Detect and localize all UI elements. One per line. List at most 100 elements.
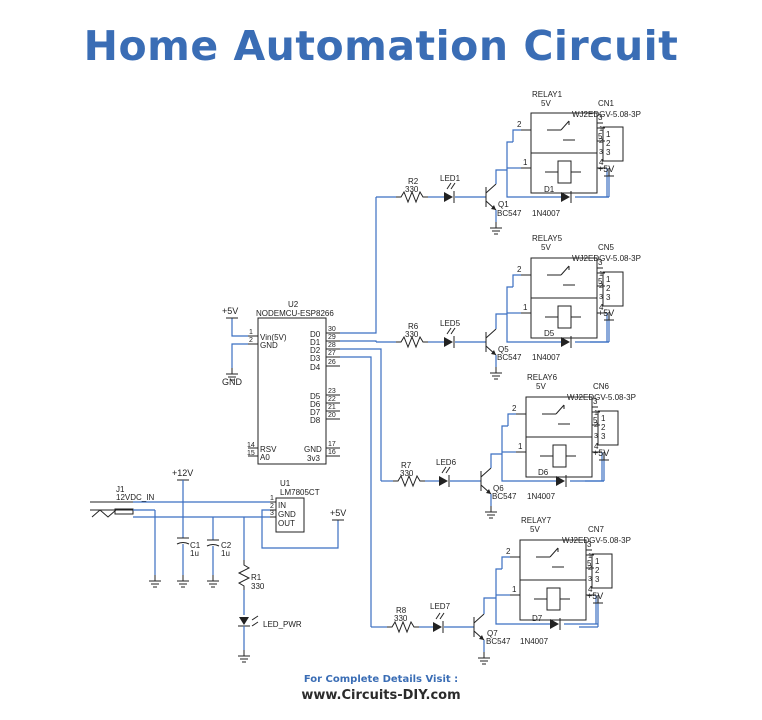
relay-label: RELAY1 <box>532 90 563 99</box>
pin-num: 15 <box>247 450 255 457</box>
transistor-label: Q6 <box>493 484 504 493</box>
resistor-label: R2 <box>408 177 419 186</box>
pin-num: 2 <box>249 337 253 344</box>
c2-value: 1u <box>221 549 230 558</box>
pin-label: D7 <box>310 408 321 417</box>
c2-label: C2 <box>221 541 232 550</box>
page-title: Home Automation Circuit <box>83 22 679 70</box>
pin-num: 29 <box>328 334 336 341</box>
connector-part: WJ2EDGV-5.08-3P <box>572 110 641 119</box>
relay-label: RELAY7 <box>521 516 552 525</box>
pin-num: 27 <box>328 350 336 357</box>
c1-value: 1u <box>190 549 199 558</box>
pin-num: 22 <box>328 396 336 403</box>
resistor-value: 330 <box>405 330 419 339</box>
pin-num: 23 <box>328 388 336 395</box>
channel-5-labels: RELAY5 5V CN5 WJ2EDGV-5.08-3P R6 330 LED… <box>405 234 641 362</box>
diode-part: 1N4007 <box>527 492 556 501</box>
pin-num: 28 <box>328 342 336 349</box>
resistor-value: 330 <box>405 185 419 194</box>
transistor-label: Q7 <box>487 629 498 638</box>
channel-7-labels: RELAY7 5V CN7 WJ2EDGV-5.08-3P R8 330 LED… <box>394 516 631 646</box>
resistor-label: R6 <box>408 322 419 331</box>
resistor-label: R7 <box>401 461 412 470</box>
pin-num: 3 <box>270 510 274 517</box>
pin-label: Vin(5V) <box>260 333 287 342</box>
mcu-supply: +5V <box>222 306 238 316</box>
pin-num: 30 <box>328 326 336 333</box>
pin-label: D1 <box>310 338 321 347</box>
diode-label: D6 <box>538 468 549 477</box>
transistor-part: BC547 <box>486 637 511 646</box>
power-labels: J1 12VDC_IN +12V U1 LM7805CT 1 IN 2 GND … <box>116 468 346 629</box>
pin-label: D5 <box>310 392 321 401</box>
vcc-label: +5V <box>598 308 614 318</box>
connector-part: WJ2EDGV-5.08-3P <box>567 393 636 402</box>
pin-label: D4 <box>310 363 321 372</box>
pin-num: 26 <box>328 359 336 366</box>
led-label: LED6 <box>436 458 457 467</box>
pin-label: D0 <box>310 330 321 339</box>
diode-label: D7 <box>532 614 543 623</box>
connector-label: CN6 <box>593 382 610 391</box>
led-label: LED1 <box>440 174 461 183</box>
vcc-label: +5V <box>587 591 603 601</box>
pin-label: D3 <box>310 354 321 363</box>
pin-label: GND <box>278 510 296 519</box>
mcu-name: NODEMCU-ESP8266 <box>256 309 334 318</box>
transistor-label: Q1 <box>498 200 509 209</box>
resistor-label: R8 <box>396 606 407 615</box>
connector-label: CN7 <box>588 525 605 534</box>
nodemcu-module <box>248 317 340 465</box>
connector-label: CN5 <box>598 243 615 252</box>
r1-value: 330 <box>251 582 265 591</box>
pin-num: 2 <box>270 503 274 510</box>
footer-website: www.Circuits-DIY.com <box>301 688 461 703</box>
pin-label: IN <box>278 501 286 510</box>
vcc-label: +5V <box>593 448 609 458</box>
led-pwr-label: LED_PWR <box>263 620 302 629</box>
pin-label: GND <box>304 445 322 454</box>
relay-label: RELAY6 <box>527 373 558 382</box>
connector-part: WJ2EDGV-5.08-3P <box>562 536 631 545</box>
jack-label: J1 <box>116 485 125 494</box>
channel-6-labels: RELAY6 5V CN6 WJ2EDGV-5.08-3P R7 330 LED… <box>400 373 636 501</box>
channel-6 <box>381 396 619 519</box>
pin-label: RSV <box>260 445 277 454</box>
jack-part: 12VDC_IN <box>116 493 154 502</box>
pin-num: 16 <box>328 449 336 456</box>
relay-label: RELAY5 <box>532 234 563 243</box>
led-label: LED7 <box>430 602 451 611</box>
r1-label: R1 <box>251 573 262 582</box>
v12-label: +12V <box>172 468 193 478</box>
resistor-value: 330 <box>400 469 414 478</box>
pin-label: A0 <box>260 453 270 462</box>
pin-label: GND <box>260 341 278 350</box>
pin-label: D2 <box>310 346 321 355</box>
transistor-part: BC547 <box>497 209 522 218</box>
resistor-value: 330 <box>394 614 408 623</box>
led-label: LED5 <box>440 319 461 328</box>
mcu-gnd-label: GND <box>222 377 243 387</box>
pin-label: D8 <box>310 416 321 425</box>
pin-label: 3v3 <box>307 454 320 463</box>
diode-part: 1N4007 <box>532 353 561 362</box>
pin-num: 14 <box>247 442 255 449</box>
connector-label: CN1 <box>598 99 615 108</box>
transistor-part: BC547 <box>492 492 517 501</box>
relay-voltage: 5V <box>530 525 540 534</box>
pin-num: 1 <box>249 329 253 336</box>
connector-part: WJ2EDGV-5.08-3P <box>572 254 641 263</box>
regulator-part: LM7805CT <box>280 488 320 497</box>
mcu-right-pin-labels: D0 D1 D2 D3 D4 D5 D6 D7 D8 GND 3v3 <box>304 330 322 463</box>
v5-label: +5V <box>330 508 346 518</box>
mcu-right-pin-numbers: 30 29 28 27 26 23 22 21 20 17 16 <box>328 326 336 456</box>
diode-part: 1N4007 <box>520 637 549 646</box>
power-section <box>90 479 344 663</box>
mcu-ref: U2 <box>288 300 299 309</box>
channel-1-labels: RELAY1 5V CN1 WJ2EDGV-5.08-3P R2 330 LED… <box>405 90 641 218</box>
relay-voltage: 5V <box>536 382 546 391</box>
relay-voltage: 5V <box>541 99 551 108</box>
c1-label: C1 <box>190 541 201 550</box>
